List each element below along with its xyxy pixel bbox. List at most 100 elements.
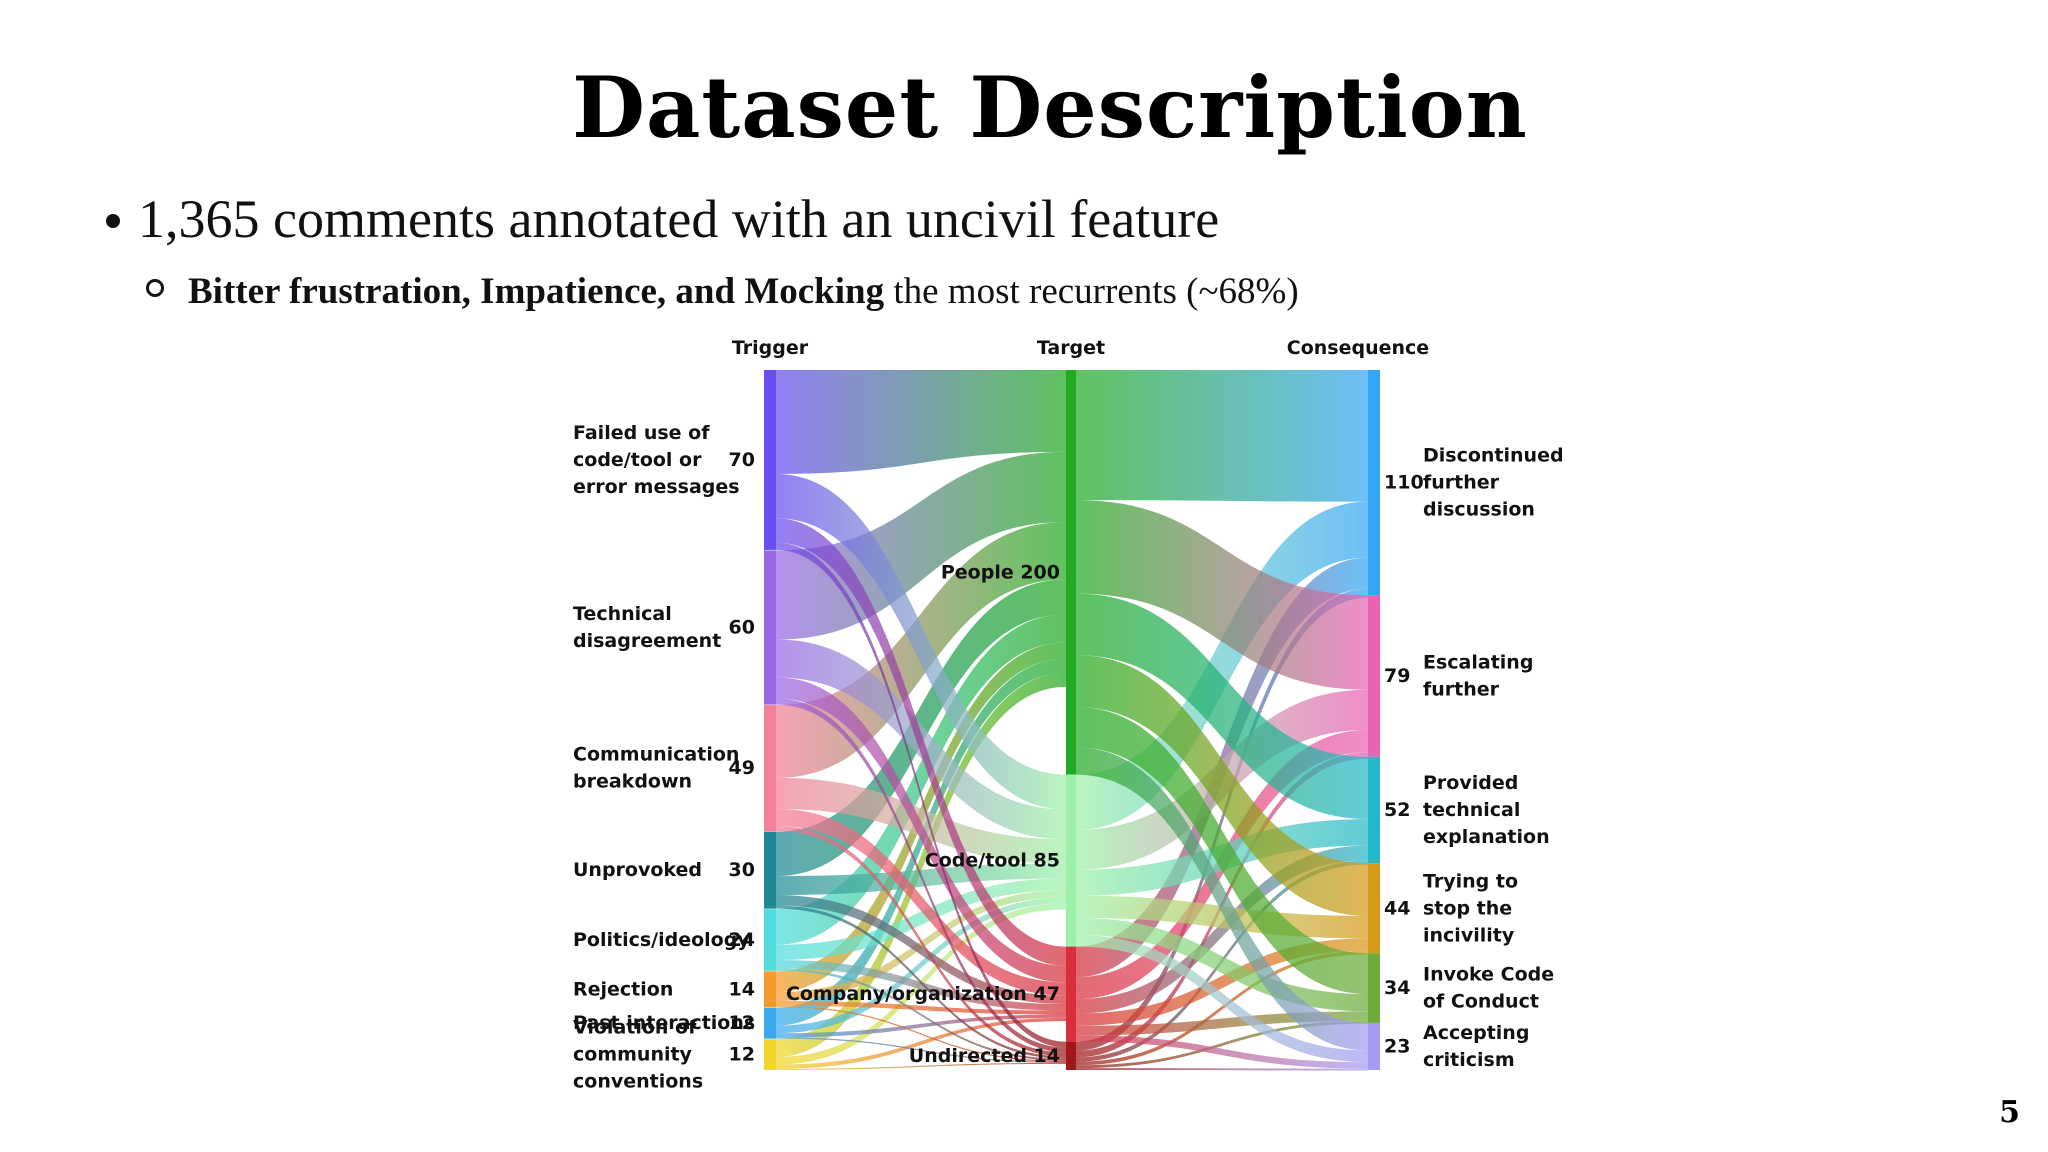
flow-technical-disagreement-to-undirected <box>776 698 1066 1053</box>
target-label-code-tool: Code/tool 85 <box>925 850 1060 872</box>
flow-past-interactions-to-code-tool <box>776 897 1066 1034</box>
target-label-company-organization: Company/organization 47 <box>786 983 1060 1005</box>
bullet-ring-icon <box>146 279 164 297</box>
trigger-node-past-interactions <box>764 1007 776 1039</box>
bullet-sub-text: the most recurrents (~68%) <box>884 271 1299 312</box>
flow-violation-of-community-conventions-to-undirected <box>776 1062 1066 1070</box>
flow-people-to-invoke-code-of-conduct <box>1076 707 1368 995</box>
trigger-value-failed-use-of-code-tool-or-error-messages: 70 <box>729 449 755 471</box>
consequence-node-trying-to-stop-the-incivility <box>1368 863 1380 954</box>
flow-politics-ideology-to-code-tool <box>776 878 1066 960</box>
trigger-label-rejection: Rejection <box>573 978 673 1000</box>
trigger-node-failed-use-of-code-tool-or-error-messages <box>764 370 776 550</box>
consequence-node-provided-technical-explanation <box>1368 756 1380 864</box>
flow-past-interactions-to-people <box>776 658 1066 1026</box>
flow-failed-use-of-code-tool-or-error-messages-to-company-organization <box>776 518 1066 966</box>
target-node-undirected <box>1066 1041 1076 1070</box>
consequence-node-escalating-further <box>1368 595 1380 757</box>
flow-company-organization-to-provided-technical-explanation <box>1076 845 1368 1014</box>
consequence-value-discontinued-further-discussion: 110 <box>1384 472 1424 494</box>
flow-company-organization-to-trying-to-stop-the-incivility <box>1076 938 1368 1026</box>
consequence-value-provided-technical-explanation: 52 <box>1384 799 1410 821</box>
flow-unprovoked-to-undirected <box>776 905 1066 1059</box>
consequence-value-invoke-code-of-conduct: 34 <box>1384 977 1410 999</box>
trigger-value-communication-breakdown: 49 <box>729 757 755 779</box>
flow-politics-ideology-to-company-organization <box>776 959 1066 1011</box>
flow-people-to-trying-to-stop-the-incivility <box>1076 655 1368 916</box>
trigger-node-politics-ideology <box>764 909 776 971</box>
flow-code-tool-to-invoke-code-of-conduct <box>1076 917 1368 1012</box>
target-node-people <box>1066 370 1076 775</box>
flow-failed-use-of-code-tool-or-error-messages-to-undirected <box>776 542 1066 1048</box>
flow-past-interactions-to-company-organization <box>776 1014 1066 1038</box>
flow-failed-use-of-code-tool-or-error-messages-to-people <box>776 370 1066 474</box>
slide-title: Dataset Description <box>572 58 1528 157</box>
target-node-company-organization <box>1066 946 1076 1042</box>
trigger-node-communication-breakdown <box>764 705 776 832</box>
trigger-node-violation-of-community-conventions <box>764 1039 776 1070</box>
flow-people-to-discontinued-further-discussion <box>1076 370 1368 502</box>
column-header-target: Target <box>1037 337 1105 359</box>
flow-violation-of-community-conventions-to-company-organization <box>776 1017 1066 1069</box>
flow-politics-ideology-to-people <box>776 614 1066 945</box>
consequence-value-escalating-further: 79 <box>1384 665 1410 687</box>
flow-technical-disagreement-to-people <box>776 451 1066 640</box>
flow-undirected-to-invoke-code-of-conduct <box>1076 1020 1368 1069</box>
flow-undirected-to-trying-to-stop-the-incivility <box>1076 950 1368 1066</box>
flow-unprovoked-to-company-organization <box>776 895 1066 1005</box>
consequence-node-discontinued-further-discussion <box>1368 370 1380 596</box>
target-node-code-tool <box>1066 774 1076 947</box>
bullet-sub: Bitter frustration, Impatience, and Mock… <box>146 270 1299 313</box>
consequence-node-accepting-criticism <box>1368 1022 1380 1070</box>
bullet-main-text: 1,365 comments annotated with an uncivil… <box>138 189 1220 249</box>
trigger-label-politics-ideology: Politics/ideology <box>573 929 750 951</box>
flow-politics-ideology-to-undirected <box>776 968 1066 1061</box>
flow-people-to-accepting-criticism <box>1076 747 1368 1051</box>
trigger-node-unprovoked <box>764 831 776 909</box>
flow-communication-breakdown-to-company-organization <box>776 808 1066 996</box>
column-header-consequence: Consequence <box>1287 337 1429 359</box>
consequence-value-accepting-criticism: 23 <box>1384 1035 1410 1057</box>
target-label-people: People 200 <box>941 561 1060 583</box>
target-label-undirected: Undirected 14 <box>909 1045 1060 1067</box>
trigger-node-rejection <box>764 971 776 1008</box>
consequence-value-trying-to-stop-the-incivility: 44 <box>1384 897 1410 919</box>
flow-past-interactions-to-undirected <box>776 1037 1066 1063</box>
flow-technical-disagreement-to-company-organization <box>776 677 1066 983</box>
trigger-label-past-interactions: Past interactions <box>573 1012 755 1034</box>
bullet-main: 1,365 comments annotated with an uncivil… <box>106 188 1219 250</box>
flow-unprovoked-to-code-tool <box>776 863 1066 896</box>
bullet-sub-bold: Bitter frustration, Impatience, and Mock… <box>188 271 885 312</box>
trigger-value-rejection: 14 <box>729 978 755 1000</box>
page-number: 5 <box>1999 1095 2020 1130</box>
flow-people-to-provided-technical-explanation <box>1076 593 1368 820</box>
flow-code-tool-to-accepting-criticism <box>1076 935 1368 1063</box>
trigger-value-technical-disagreement: 60 <box>729 617 755 639</box>
flow-rejection-to-undirected <box>776 1005 1066 1062</box>
trigger-value-unprovoked: 30 <box>729 859 755 881</box>
trigger-value-politics-ideology: 24 <box>729 929 755 951</box>
trigger-node-technical-disagreement <box>764 550 776 705</box>
consequence-node-invoke-code-of-conduct <box>1368 953 1380 1023</box>
trigger-value-violation-of-community-conventions: 12 <box>729 1044 755 1066</box>
flow-undirected-to-accepting-criticism <box>1076 1068 1368 1071</box>
bullet-dot-icon <box>106 213 120 228</box>
flow-undirected-to-discontinued-further-discussion <box>1076 588 1368 1051</box>
flow-communication-breakdown-to-undirected <box>776 825 1066 1057</box>
flow-company-organization-to-accepting-criticism <box>1076 1035 1368 1069</box>
trigger-value-past-interactions: 12 <box>729 1012 755 1034</box>
flow-people-to-escalating-further <box>1076 500 1368 690</box>
column-header-trigger: Trigger <box>732 337 809 359</box>
